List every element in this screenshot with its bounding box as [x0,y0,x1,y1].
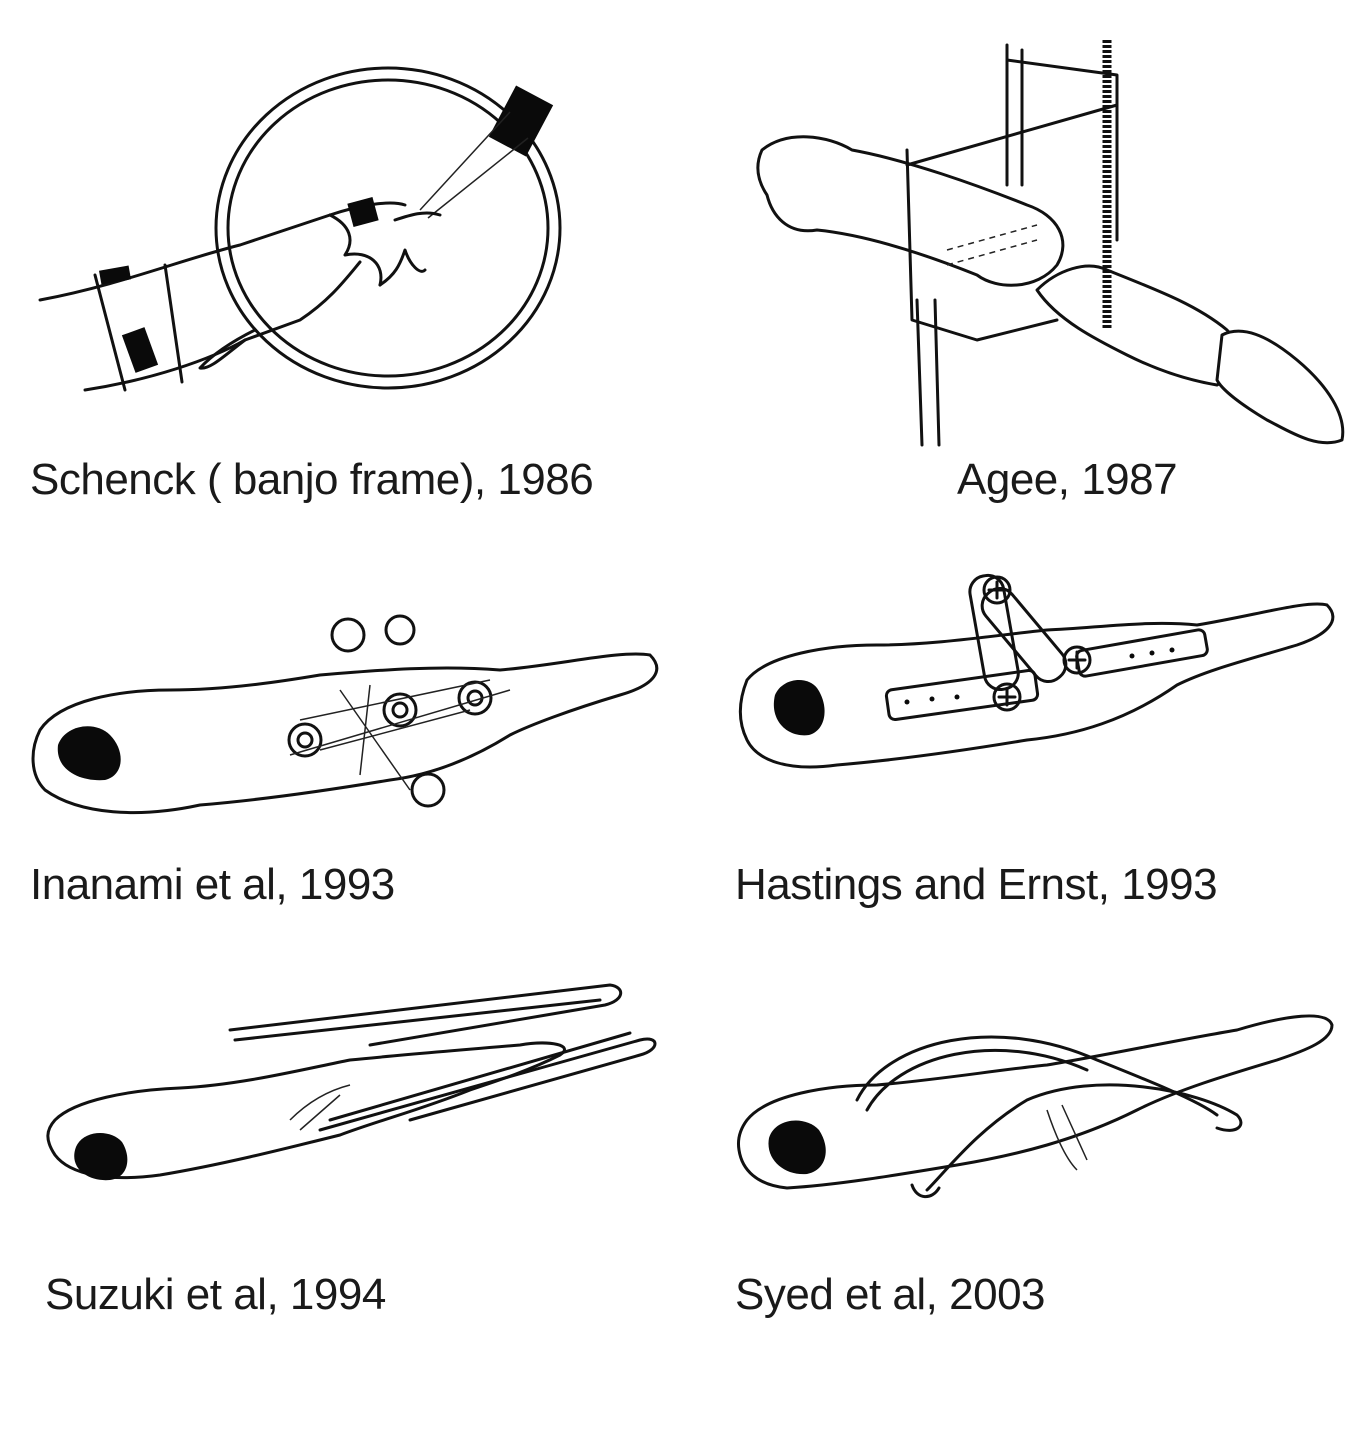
panel-caption: Syed et al, 2003 [735,1270,1046,1319]
panel-caption: Agee, 1987 [957,455,1178,504]
panel-syed: Syed et al, 2003 [677,1000,1354,1450]
inanami-fixator-illustration [31,614,659,815]
panel-caption: Inanami et al, 1993 [30,860,395,909]
hastings-ernst-fixator-illustration [738,573,1335,769]
syed-fixator-illustration [737,1014,1334,1199]
panel-suzuki: Suzuki et al, 1994 [0,983,677,1450]
panel-agee: Agee, 1987 [677,0,1354,504]
panel-caption: Suzuki et al, 1994 [45,1270,386,1319]
fixator-figure: Schenck ( banjo frame), 1986 Agee, 1987 [0,0,1354,1319]
panel-hastings-ernst: Hastings and Ernst, 1993 [677,560,1354,1010]
panel-inanami: Inanami et al, 1993 [0,560,677,1010]
panel-schenck: Schenck ( banjo frame), 1986 [0,0,677,504]
panel-caption: Hastings and Ernst, 1993 [735,860,1218,909]
banjo-frame-illustration [38,66,562,392]
panel-caption: Schenck ( banjo frame), 1986 [30,455,594,504]
suzuki-fixator-illustration [46,983,657,1181]
agee-fixator-illustration [756,40,1345,447]
